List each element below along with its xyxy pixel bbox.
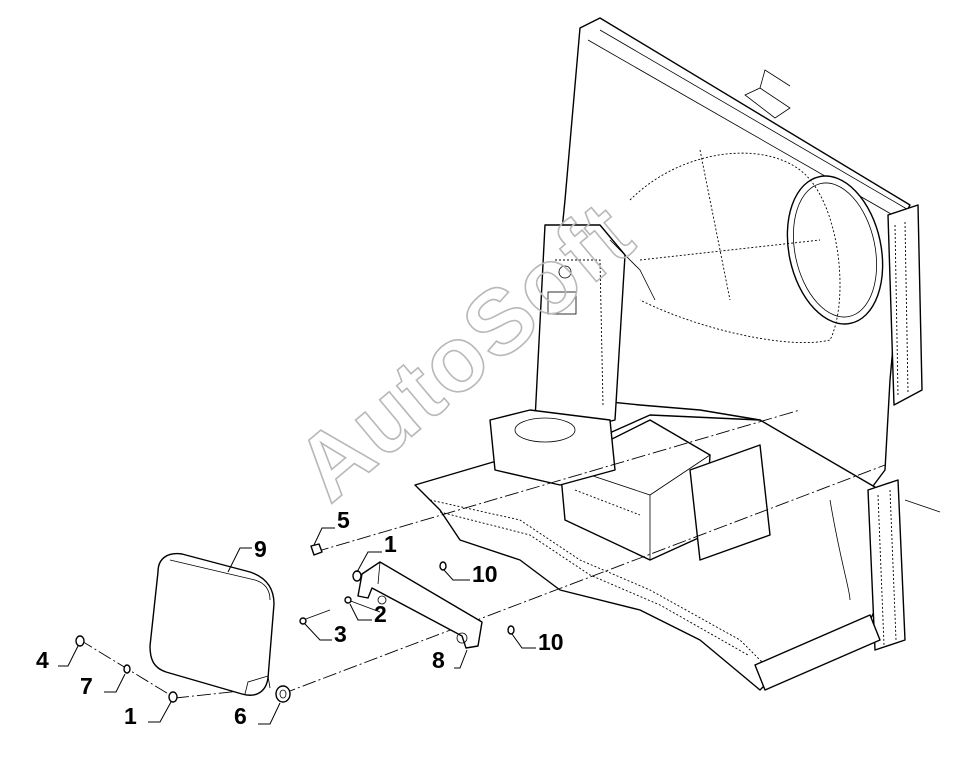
callout-7: 7	[80, 673, 93, 699]
hardware-6-grommet	[275, 685, 291, 703]
hardware-4-nut	[75, 635, 85, 647]
callout-labels: 9 5 1 10 2 3 8 10 4 7 1 6	[36, 507, 564, 729]
callout-leaders	[58, 527, 536, 725]
cab-right-front-post	[754, 479, 941, 691]
cab-rear-wall	[554, 17, 923, 491]
hardware-10-nut-lower	[507, 625, 515, 635]
callout-1-bottom: 1	[124, 703, 137, 729]
callout-10-lower: 10	[538, 629, 564, 655]
hardware-1-washer-top	[352, 570, 362, 582]
callout-2: 2	[374, 601, 387, 627]
callout-10-upper: 10	[472, 561, 498, 587]
callout-9: 9	[254, 536, 267, 562]
callout-4: 4	[36, 647, 49, 673]
hardware-3-bolt	[299, 609, 331, 625]
hardware-5-bolt	[310, 543, 323, 556]
hardware-10-nut-upper	[439, 561, 447, 571]
callout-1-top: 1	[384, 531, 397, 557]
hardware-2-bolt	[344, 596, 381, 613]
mounting-bracket	[357, 561, 483, 649]
hardware-7-washer	[123, 664, 131, 674]
storage-box	[149, 552, 275, 696]
callout-6: 6	[234, 703, 247, 729]
callout-5: 5	[337, 507, 350, 533]
callout-8: 8	[432, 647, 445, 673]
callout-3: 3	[334, 621, 347, 647]
hardware-1-washer-bottom	[168, 691, 178, 703]
